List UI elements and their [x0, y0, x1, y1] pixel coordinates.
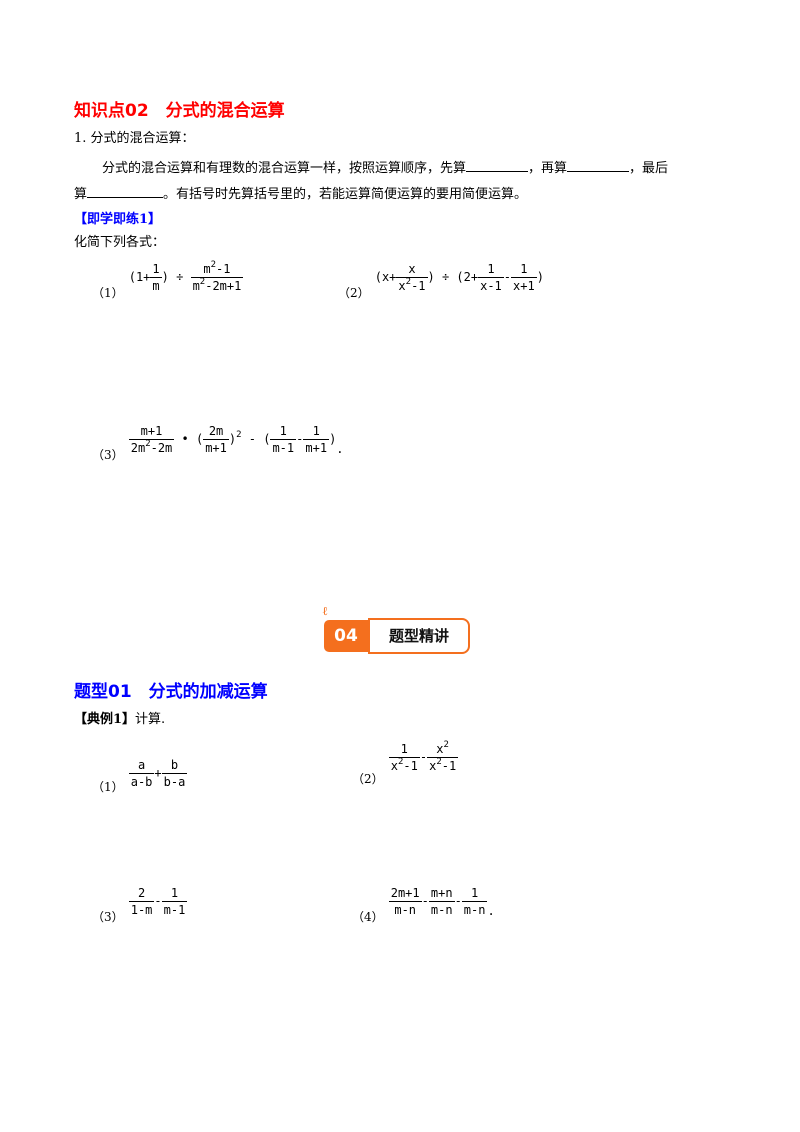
problem-label: （2） [338, 286, 370, 300]
practice-prompt: 化简下列各式： [74, 235, 166, 250]
type-title: 题型01 分式的加减运算 [74, 682, 268, 702]
para-text-a: 分式的混合运算和有理数的混合运算一样，按照运算顺序，先算 [102, 161, 467, 176]
section-banner: 04 题型精讲 [324, 616, 478, 656]
banner-number: 04 [324, 620, 368, 652]
problem-label: （3） [92, 910, 124, 924]
example-tag: 【典例1】 [74, 712, 136, 727]
problem-label: （1） [92, 780, 124, 794]
section-title: 知识点02 分式的混合运算 [74, 101, 285, 121]
example-prompt: 计算. [135, 712, 166, 727]
blank-2 [567, 157, 630, 172]
hook-icon: ℓ [322, 604, 328, 618]
problem-label: （4） [352, 910, 384, 924]
para-text-c: ，最后 [629, 161, 669, 176]
problem-label: （2） [352, 772, 384, 786]
para-text-e: 。有括号时先算括号里的，若能运算简便运算的要用简便运算。 [163, 187, 528, 202]
para-text-b: ，再算 [528, 161, 568, 176]
practice-tag: 【即学即练1】 [74, 212, 162, 227]
item-heading: 1. 分式的混合运算： [74, 131, 195, 146]
example-line: 【典例1】计算. [74, 710, 165, 730]
blank-3 [87, 183, 164, 198]
para-text-d: 算 [74, 187, 88, 202]
banner-title: 题型精讲 [368, 618, 470, 654]
paragraph-line-1: 分式的混合运算和有理数的混合运算一样，按照运算顺序，先算 ，再算 ，最后 [102, 157, 742, 179]
problem-label: （1） [92, 286, 124, 300]
paragraph-line-2: 算 。有括号时先算括号里的，若能运算简便运算的要用简便运算。 [74, 183, 754, 205]
problem-label: （3） [92, 448, 124, 462]
blank-1 [466, 157, 529, 172]
